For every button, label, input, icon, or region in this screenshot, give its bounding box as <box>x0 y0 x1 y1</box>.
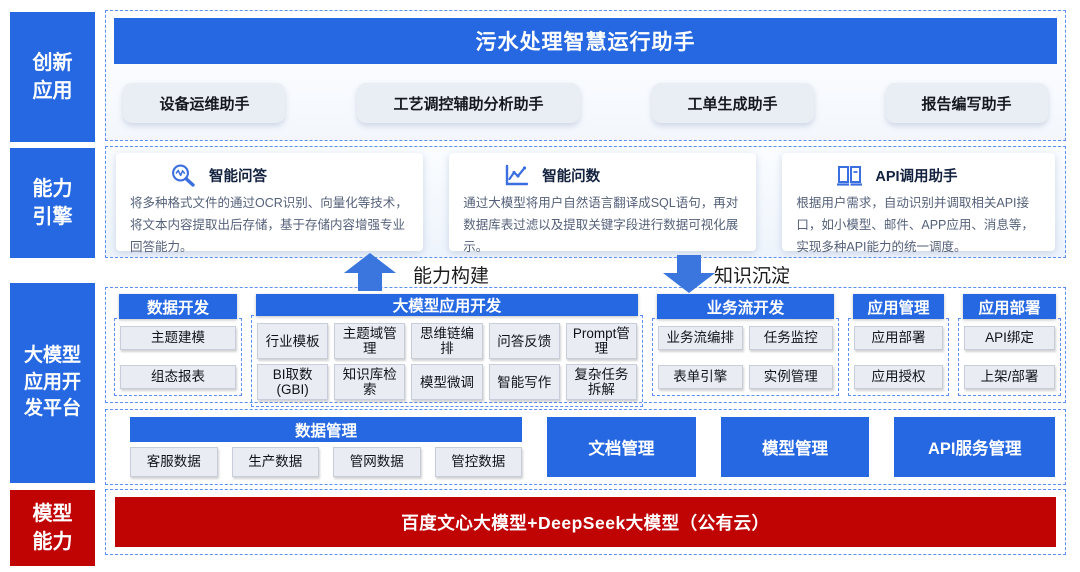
group-title: 数据管理 <box>130 417 522 442</box>
card-title: 智能问数 <box>542 169 601 185</box>
card-description: 将多种格式文件的通过OCR识别、向量化等技术，将文本内容提取出后存储，基于存储内… <box>130 196 408 254</box>
model-management-button[interactable]: 模型管理 <box>720 417 870 477</box>
module-chip[interactable]: 思维链编排 <box>411 323 483 360</box>
sidebar-item-model-capability: 模型 能力 <box>10 490 95 566</box>
module-chip[interactable]: API绑定 <box>964 326 1055 350</box>
group-title: 数据开发 <box>119 294 237 319</box>
capability-engine-section: 智能问答 将多种格式文件的通过OCR识别、向量化等技术，将文本内容提取出后存储，… <box>105 146 1066 258</box>
module-chip[interactable]: BI取数 (GBI) <box>257 364 329 401</box>
assistant-buttons-row: 设备运维助手 工艺调控辅助分析助手 工单生成助手 报告编写助手 <box>114 83 1057 123</box>
module-chip[interactable]: 模型微调 <box>411 364 483 401</box>
model-capability-section: 百度文心大模型+DeepSeek大模型（公有云） <box>105 489 1066 555</box>
platform-mgmt-section: 数据管理 客服数据 生产数据 管网数据 管控数据 文档管理 模型管理 API服务… <box>105 409 1066 485</box>
module-chip[interactable]: 管网数据 <box>333 447 421 477</box>
module-chip[interactable]: 主题域管理 <box>334 323 406 360</box>
group-title: 应用管理 <box>853 294 944 319</box>
card-description: 通过大模型将用户自然语言翻译成SQL语句，再对数据库表过滤以及提取关键字段进行数… <box>463 196 739 254</box>
llm-app-dev-group: 大模型应用开发 行业模板 主题域管理 思维链编排 问答反馈 Prompt管理 B… <box>251 294 643 408</box>
capability-build-label: 能力构建 <box>413 266 490 287</box>
module-chip[interactable]: 业务流编排 <box>658 326 743 350</box>
module-chip[interactable]: 任务监控 <box>748 326 833 350</box>
workflow-dev-group: 业务流开发 业务流编排 任务监控 表单引擎 实例管理 <box>652 294 839 396</box>
doc-management-button[interactable]: 文档管理 <box>547 417 696 477</box>
card-description: 根据用户需求，自动识别并调取相关API接口，如小模型、邮件、APP应用、消息等，… <box>796 196 1034 254</box>
magnifier-wave-icon <box>172 164 195 187</box>
line-chart-icon <box>505 164 529 186</box>
module-chip[interactable]: 知识库检索 <box>334 364 406 401</box>
module-chip[interactable]: 上架/部署 <box>964 365 1055 389</box>
sidebar-item-innovation-apps: 创新 应用 <box>10 12 95 142</box>
data-dev-group: 数据开发 主题建模 组态报表 <box>114 294 242 396</box>
platform-dev-section: 数据开发 主题建模 组态报表 大模型应用开发 行业模板 主题域管理 思维链编排 … <box>105 287 1066 408</box>
module-chip[interactable]: 智能写作 <box>488 364 560 401</box>
module-chip[interactable]: 生产数据 <box>231 447 319 477</box>
module-chip[interactable]: 主题建模 <box>120 326 236 350</box>
card-title: API调用助手 <box>875 169 958 185</box>
group-title: 业务流开发 <box>657 294 834 319</box>
page-title: 污水处理智慧运行助手 <box>114 18 1057 64</box>
smart-data-query-card: 智能问数 通过大模型将用户自然语言翻译成SQL语句，再对数据库表过滤以及提取关键… <box>449 153 757 254</box>
module-chip[interactable]: Prompt管理 <box>565 323 638 360</box>
module-chip[interactable]: 问答反馈 <box>488 323 560 360</box>
api-service-management-button[interactable]: API服务管理 <box>894 417 1055 477</box>
sidebar-item-llm-platform: 大模型 应用开 发平台 <box>10 283 95 483</box>
module-chip[interactable]: 客服数据 <box>130 447 218 477</box>
module-chip[interactable]: 应用部署 <box>854 326 943 350</box>
workorder-assistant-button[interactable]: 工单生成助手 <box>651 83 814 123</box>
foundation-model-banner: 百度文心大模型+DeepSeek大模型（公有云） <box>115 497 1056 547</box>
innovation-apps-section: 污水处理智慧运行助手 设备运维助手 工艺调控辅助分析助手 工单生成助手 报告编写… <box>105 10 1066 141</box>
sidebar-item-capability-engine: 能力 引擎 <box>10 148 95 258</box>
app-management-group: 应用管理 应用部署 应用授权 <box>848 294 949 396</box>
card-title: 智能问答 <box>209 169 267 185</box>
device-ops-assistant-button[interactable]: 设备运维助手 <box>123 83 286 123</box>
api-call-assistant-card: API调用助手 根据用户需求，自动识别并调取相关API接口，如小模型、邮件、AP… <box>782 153 1055 254</box>
module-chip[interactable]: 管控数据 <box>434 447 522 477</box>
group-title: 大模型应用开发 <box>256 294 638 316</box>
app-deployment-group: 应用部署 API绑定 上架/部署 <box>958 294 1061 396</box>
group-title: 应用部署 <box>963 294 1056 319</box>
knowledge-deposit-arrow-down-icon <box>663 255 715 293</box>
report-assistant-button[interactable]: 报告编写助手 <box>885 83 1048 123</box>
module-chip[interactable]: 行业模板 <box>257 323 329 360</box>
module-chip[interactable]: 复杂任务拆解 <box>565 364 638 401</box>
smart-qa-card: 智能问答 将多种格式文件的通过OCR识别、向量化等技术，将文本内容提取出后存储，… <box>116 153 424 254</box>
module-chip[interactable]: 组态报表 <box>120 365 236 389</box>
data-management-group: 数据管理 客服数据 生产数据 管网数据 管控数据 <box>130 417 522 477</box>
process-control-assistant-button[interactable]: 工艺调控辅助分析助手 <box>357 83 580 123</box>
module-chip[interactable]: 应用授权 <box>854 365 943 389</box>
module-chip[interactable]: 表单引擎 <box>658 365 743 389</box>
knowledge-deposit-label: 知识沉淀 <box>714 266 791 287</box>
capability-build-arrow-up-icon <box>344 253 396 291</box>
module-chip[interactable]: 实例管理 <box>748 365 833 389</box>
open-book-icon <box>837 166 863 186</box>
